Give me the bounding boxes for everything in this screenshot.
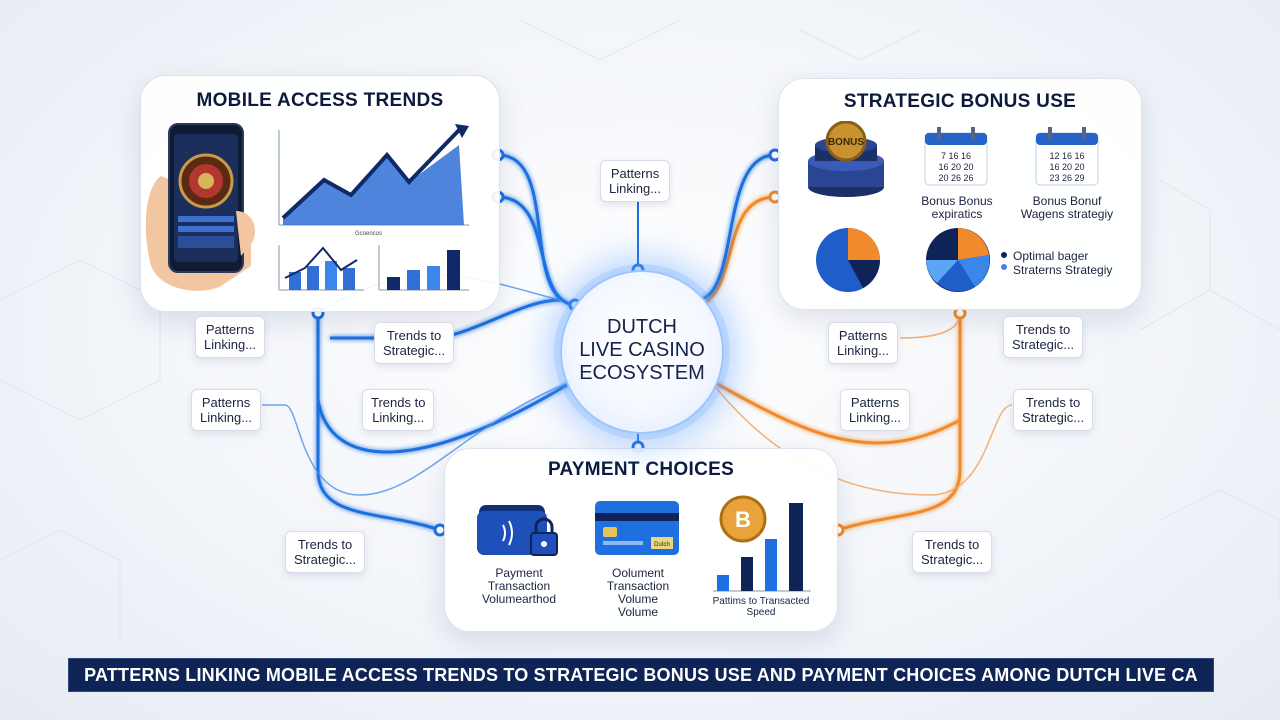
pie-chart-icon-2: [926, 228, 990, 292]
calendar2-row-3: 23 26 29: [1049, 173, 1084, 183]
mobile-chart-caption: Gcoencos: [355, 231, 382, 237]
bitcoin-chart-icon: B: [713, 495, 811, 592]
link-tag: Patterns Linking...: [191, 389, 262, 431]
payment-item-2-label: Oolument Transaction Volume Volume: [606, 566, 670, 619]
link-tag: Trends to Strategic...: [285, 531, 366, 573]
bonus-chips-icon: BONUS: [808, 121, 884, 197]
calendar2-row-2: 16 20 20: [1049, 162, 1084, 172]
calendar1-row-2: 16 20 20: [938, 162, 973, 172]
bonus-use-title: STRATEGIC BONUS USE: [843, 91, 1077, 112]
payment-choices-title: PAYMENT CHOICES: [547, 459, 735, 480]
banner-title: PATTERNS LINKING MOBILE ACCESS TRENDS TO…: [84, 665, 1198, 685]
link-tag: Patterns Linking...: [600, 160, 671, 202]
credit-card-icon: Dutch: [595, 501, 679, 555]
link-tag: Trends to Strategic...: [1013, 389, 1094, 431]
bonus-coin-text: BONUS: [828, 137, 864, 148]
mobile-access-title: MOBILE ACCESS TRENDS: [196, 90, 444, 111]
link-tag: Trends to Strategic...: [374, 322, 455, 364]
background-grid: [0, 19, 1280, 640]
legend-dots-icon: [1001, 252, 1007, 270]
card-text: Dutch: [654, 542, 670, 548]
payment-item-3-label: Pattims to Transacted Speed: [712, 596, 810, 618]
link-tag: Patterns Linking...: [828, 322, 899, 364]
mobile-trend-charts: Gcoencos: [278, 124, 469, 291]
ecosystem-hub: DUTCH LIVE CASINO ECOSYSTEM: [560, 270, 724, 434]
calendar-icon-wagers: 12 16 16 16 20 20 23 26 29: [1035, 127, 1099, 186]
pie-legend: Optimal bager Straterns Strategiy: [1013, 249, 1113, 277]
bonus-hub-blue-link: [699, 153, 776, 302]
payment-item-1-label: Payment Transaction Volumearthod: [481, 566, 557, 606]
calendar1-label: Bonus Bonus expiratics: [921, 194, 993, 221]
payment-choices-panel: PAYMENT CHOICES Payment Transaction Volu…: [444, 448, 838, 632]
calendar2-row-1: 12 16 16: [1049, 151, 1084, 161]
calendar2-label: Bonus Bonuf Wagens strategiy: [1020, 194, 1114, 221]
link-tag: Trends to Linking...: [362, 389, 435, 431]
wallet-lock-icon: [477, 505, 558, 556]
bitcoin-symbol: B: [735, 507, 751, 532]
link-tag: Patterns Linking...: [195, 316, 266, 358]
hub-label: DUTCH LIVE CASINO ECOSYSTEM: [579, 316, 705, 384]
bonus-use-panel: STRATEGIC BONUS USE BONUS 7 16 16 16 20 …: [778, 78, 1142, 310]
link-tag: Trends to Strategic...: [912, 531, 993, 573]
link-tag: Trends to Strategic...: [1003, 316, 1084, 358]
calendar-icon-expiry: 7 16 16 16 20 20 20 26 26: [924, 127, 988, 186]
link-tag: Patterns Linking...: [840, 389, 911, 431]
pie-chart-icon-1: [816, 228, 880, 292]
mobile-access-panel: MOBILE ACCESS TRENDS Gcoencos: [140, 75, 500, 312]
calendar1-row-1: 7 16 16: [941, 151, 971, 161]
calendar1-row-3: 20 26 26: [938, 173, 973, 183]
bonus-hub-links: [699, 195, 962, 532]
phone-roulette-icon: [145, 123, 256, 291]
footer-banner: PATTERNS LINKING MOBILE ACCESS TRENDS TO…: [68, 658, 1214, 692]
